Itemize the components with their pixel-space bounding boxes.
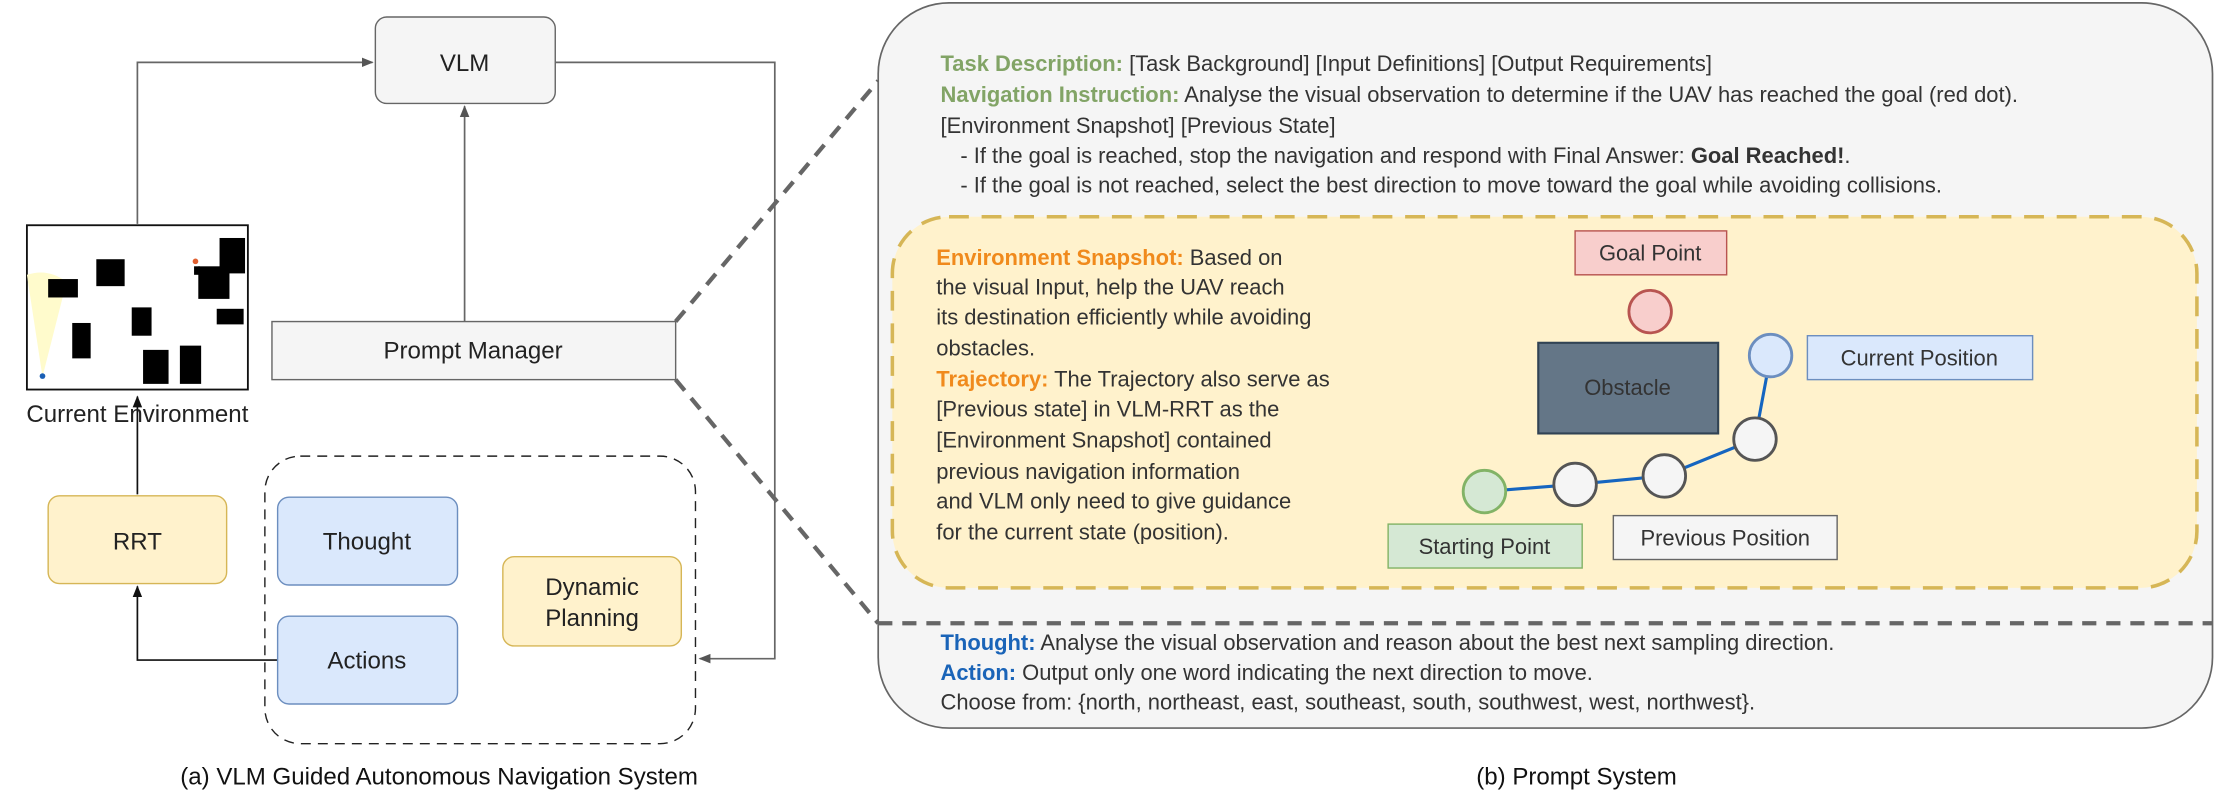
goal-point-label: Goal Point [1574,230,1728,276]
current-node [1747,332,1794,379]
dynamic-planning-box: Dynamic Planning [502,555,683,647]
svg-text:the visual Input, help the UAV: the visual Input, help the UAV reach [936,275,1284,300]
svg-text:Planning: Planning [545,605,639,632]
field-of-view-cone [26,272,67,377]
zoom-line-top [674,79,880,323]
goal-node [1627,288,1673,335]
svg-text:its destination efficiently wh: its destination efficiently while avoidi… [936,304,1311,329]
svg-text:for the current state (positio: for the current state (position). [936,520,1229,545]
svg-text:[Environment Snapshot] contain: [Environment Snapshot] contained [936,428,1271,453]
svg-text:Goal Point: Goal Point [1599,241,1701,266]
navigation-instruction-line: Navigation Instruction: Analyse the visu… [941,82,2018,107]
environment-label: Current Environment [26,401,248,428]
starting-point-label: Starting Point [1387,523,1583,569]
svg-text:Trajectory: The Trajectory als: Trajectory: The Trajectory also serve as [936,367,1329,392]
svg-text:Actions: Actions [327,648,406,675]
svg-text:Dynamic: Dynamic [545,574,639,601]
previous-node [1641,453,1687,499]
current-position-label: Current Position [1806,335,2034,381]
rrt-box: RRT [47,495,228,585]
caption-a: (a) VLM Guided Autonomous Navigation Sys… [180,764,698,791]
trajectory-diagram: Goal Point Obstacle Current Position Sta… [1387,230,2034,569]
reasoning-group [264,455,697,745]
state-line: [Environment Snapshot] [Previous State] [941,113,1336,138]
environment-map [25,224,249,391]
bullet-goal-not-reached: - If the goal is not reached, select the… [960,173,1942,198]
svg-text:VLM: VLM [440,50,489,77]
vlm-box: VLM [374,16,556,105]
bullet-goal-reached: - If the goal is reached, stop the navig… [960,143,1850,168]
actions-to-rrt-arrow [132,585,278,661]
choose-line: Choose from: {north, northeast, east, so… [941,690,1756,715]
prompt-manager-box: Prompt Manager [271,320,677,381]
svg-text:Current Position: Current Position [1841,345,1998,370]
uav-dot [39,373,46,379]
obstacles [48,237,246,384]
svg-text:Obstacle: Obstacle [1584,375,1671,400]
previous-position-label: Previous Position [1612,514,1838,561]
vlm-to-planning-arrow [555,61,776,664]
svg-text:Starting Point: Starting Point [1419,534,1551,559]
previous-node [1552,461,1598,508]
svg-text:Environment Snapshot: Based on: Environment Snapshot: Based on [936,245,1282,270]
goal-dot [192,258,199,265]
svg-text:RRT: RRT [113,529,162,556]
previous-node [1732,416,1778,462]
caption-b: (b) Prompt System [1476,764,1677,791]
svg-text:previous navigation informatio: previous navigation information [936,459,1240,484]
svg-text:Previous Position: Previous Position [1640,525,1810,550]
svg-text:and VLM only need to give guid: and VLM only need to give guidance [936,489,1291,514]
svg-text:[Previous state] in VLM-RRT as: [Previous state] in VLM-RRT as the [936,396,1279,421]
env-to-vlm-arrow [136,57,374,224]
snapshot-text: Environment Snapshot: Based on the visua… [936,245,1329,545]
thought-box: Thought [276,496,459,586]
thought-line: Thought: Analyse the visual observation … [941,630,1835,655]
actions-box: Actions [276,615,459,705]
obstacle-block: Obstacle [1537,341,1720,435]
svg-text:obstacles.: obstacles. [936,336,1035,361]
action-line: Action: Output only one word indicating … [941,660,1593,685]
task-description-line: Task Description: [Task Background] [Inp… [941,51,1712,76]
svg-text:Thought: Thought [323,529,412,556]
svg-text:Prompt Manager: Prompt Manager [383,337,562,364]
start-node [1461,468,1508,515]
zoom-line-bottom [674,378,880,625]
